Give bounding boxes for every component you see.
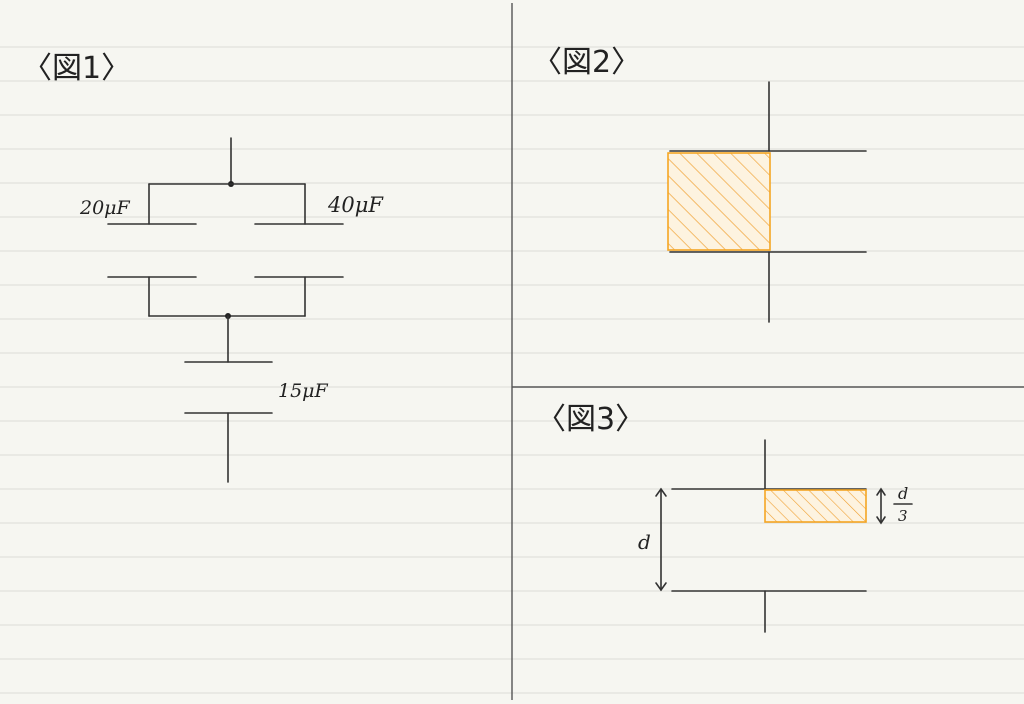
figure-1: 〈図1〉 20μF 40μF 15μF xyxy=(22,51,384,483)
thickness-fraction: d 3 xyxy=(893,484,913,525)
thickness-arrow xyxy=(876,487,886,525)
fig2-title: 〈図2〉 xyxy=(532,45,641,80)
label-40uF: 40μF xyxy=(327,193,384,217)
figure-3: 〈図3〉 d d 3 xyxy=(536,402,913,633)
dielectric-slab-fig3 xyxy=(764,489,867,523)
label-15uF: 15μF xyxy=(278,380,329,402)
gap-label: d xyxy=(638,530,651,554)
fraction-denominator: 3 xyxy=(898,507,908,525)
dielectric-block-fig2 xyxy=(667,152,771,251)
label-20uF: 20μF xyxy=(79,197,131,219)
figure-2: 〈図2〉 xyxy=(532,45,867,323)
capacitor-40uF xyxy=(254,223,344,278)
capacitor-20uF xyxy=(107,223,197,278)
fraction-numerator: d xyxy=(898,484,908,503)
fig3-title: 〈図3〉 xyxy=(536,402,645,437)
fig1-title: 〈図1〉 xyxy=(22,51,131,86)
gap-arrow xyxy=(655,487,667,592)
